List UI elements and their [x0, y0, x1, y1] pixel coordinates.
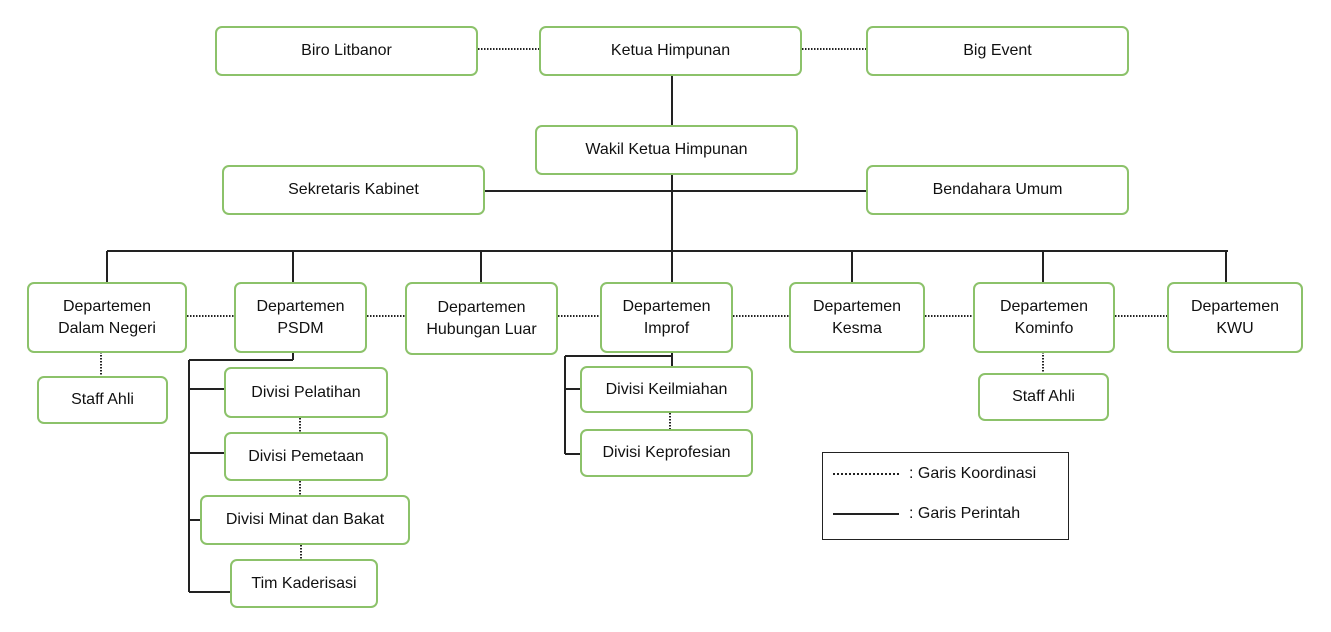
divisi-minat-bakat-box: Divisi Minat dan Bakat: [200, 495, 410, 545]
bendahara-umum-label: Bendahara Umum: [932, 181, 1063, 198]
department-name: Dalam Negeri: [58, 319, 156, 337]
big-event-box: Big Event: [866, 26, 1129, 76]
staff-ahli-label: Staff Ahli: [1012, 388, 1075, 405]
divisi-keprofesian-box: Divisi Keprofesian: [580, 429, 753, 477]
biro-litbanor-label: Biro Litbanor: [301, 42, 392, 59]
department-title: Departemen: [812, 297, 902, 315]
ketua-himpunan-label: Ketua Himpunan: [610, 42, 731, 59]
biro-litbanor-box: Biro Litbanor: [215, 26, 478, 76]
bendahara-umum-box: Bendahara Umum: [866, 165, 1129, 215]
ketua-himpunan-box: Ketua Himpunan: [539, 26, 802, 76]
division-label: Divisi Pelatihan: [251, 383, 361, 401]
staff-ahli-label: Staff Ahli: [71, 391, 134, 408]
staff-ahli-kominfo-box: Staff Ahli: [978, 373, 1109, 421]
division-label: Divisi Keprofesian: [602, 444, 731, 461]
division-label: Divisi Minat dan Bakat: [225, 511, 385, 528]
division-label: Divisi Keilmiahan: [605, 380, 728, 398]
legend-command-label: : Garis Perintah: [909, 505, 1021, 522]
legend-coordination-row: : Garis Koordinasi: [823, 465, 1036, 483]
division-label: Tim Kaderisasi: [251, 574, 357, 592]
tim-kaderisasi-box: Tim Kaderisasi: [230, 559, 378, 608]
divisi-keilmiahan-box: Divisi Keilmiahan: [580, 366, 753, 413]
legend-coordination-label: : Garis Koordinasi: [909, 465, 1037, 482]
wakil-ketua-label: Wakil Ketua Himpunan: [585, 141, 748, 158]
department-title: Departemen: [999, 297, 1089, 315]
legend-command-row: : Garis Perintah: [823, 505, 1020, 523]
department-name: KWU: [1216, 319, 1254, 337]
dotted-line-swatch: [833, 473, 899, 475]
department-title: Departemen: [1190, 297, 1280, 315]
division-label: Divisi Pemetaan: [248, 447, 364, 465]
department-name: Hubungan Luar: [426, 320, 537, 338]
divisi-pemetaan-box: Divisi Pemetaan: [224, 432, 388, 481]
sekretaris-kabinet-label: Sekretaris Kabinet: [288, 181, 419, 198]
sekretaris-kabinet-box: Sekretaris Kabinet: [222, 165, 485, 215]
department-name: Kesma: [832, 319, 882, 337]
department-name: Improf: [643, 319, 690, 337]
big-event-label: Big Event: [963, 42, 1032, 59]
department-name: PSDM: [277, 319, 324, 337]
staff-ahli-dalam-negeri-box: Staff Ahli: [37, 376, 168, 424]
department-title: Departemen: [256, 297, 345, 315]
divisi-pelatihan-box: Divisi Pelatihan: [224, 367, 388, 418]
department-title: Departemen: [622, 297, 711, 315]
wakil-ketua-box: Wakil Ketua Himpunan: [535, 125, 798, 175]
department-name: Kominfo: [1014, 319, 1074, 337]
solid-line-swatch: [833, 513, 899, 515]
legend: : Garis Koordinasi : Garis Perintah: [822, 452, 1069, 540]
department-title: Departemen: [437, 298, 526, 316]
department-title: Departemen: [62, 297, 152, 315]
